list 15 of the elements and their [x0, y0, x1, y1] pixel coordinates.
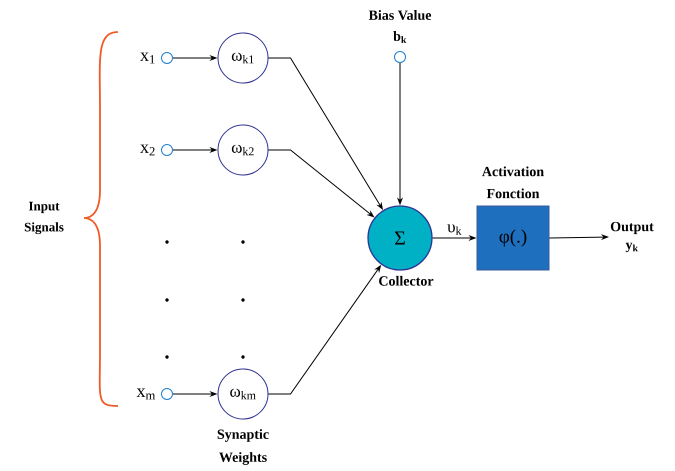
output-label: Output y$_{k}$: [610, 222, 654, 252]
input-circle: [161, 388, 173, 400]
input-signals-label: Input Signals: [24, 202, 64, 234]
bias-label: Bias Value: [368, 10, 432, 20]
input-label: x$_{1}$: [140, 52, 155, 64]
input-label: x$_{m}$: [136, 388, 156, 400]
input-circle: [161, 144, 173, 156]
activation-label: Activation Fonction: [482, 166, 544, 198]
input-label: x$_{2}$: [140, 144, 155, 156]
bias-label: b$_{k}$: [393, 31, 406, 43]
input-circle: [394, 51, 406, 63]
edge-label: υ$_{k}$: [446, 223, 463, 236]
collector-label: Collector: [379, 276, 434, 286]
input-circle: [161, 52, 173, 64]
activation-box: φ(.): [476, 206, 550, 270]
